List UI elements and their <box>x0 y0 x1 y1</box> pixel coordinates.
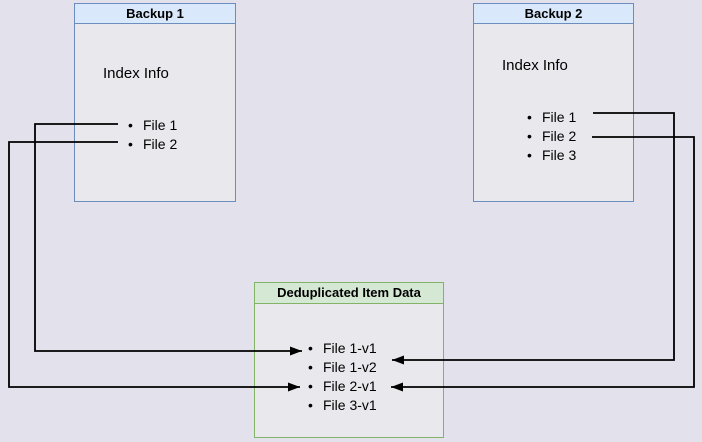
backup2-title: Backup 2 <box>474 4 633 24</box>
list-item: File 1 <box>527 108 576 127</box>
backup2-box: Backup 2 Index Info File 1 File 2 File 3 <box>473 3 634 202</box>
dedup-item-list: File 1-v1 File 1-v2 File 2-v1 File 3-v1 <box>255 339 377 415</box>
list-item: File 3-v1 <box>308 396 377 415</box>
backup1-title: Backup 1 <box>75 4 235 24</box>
list-item: File 2 <box>128 135 177 154</box>
backup2-file-list: File 1 File 2 File 3 <box>474 108 576 165</box>
list-item: File 1 <box>128 116 177 135</box>
list-item: File 1-v1 <box>308 339 377 358</box>
backup1-index-info-label: Index Info <box>103 65 169 82</box>
backup1-file-list: File 1 File 2 <box>75 116 177 154</box>
list-item: File 2-v1 <box>308 377 377 396</box>
list-item: File 1-v2 <box>308 358 377 377</box>
list-item: File 2 <box>527 127 576 146</box>
backup2-index-info-label: Index Info <box>502 57 568 74</box>
dedup-box: Deduplicated Item Data File 1-v1 File 1-… <box>254 282 444 438</box>
dedup-title: Deduplicated Item Data <box>255 283 443 304</box>
backup1-box: Backup 1 Index Info File 1 File 2 <box>74 3 236 202</box>
list-item: File 3 <box>527 146 576 165</box>
